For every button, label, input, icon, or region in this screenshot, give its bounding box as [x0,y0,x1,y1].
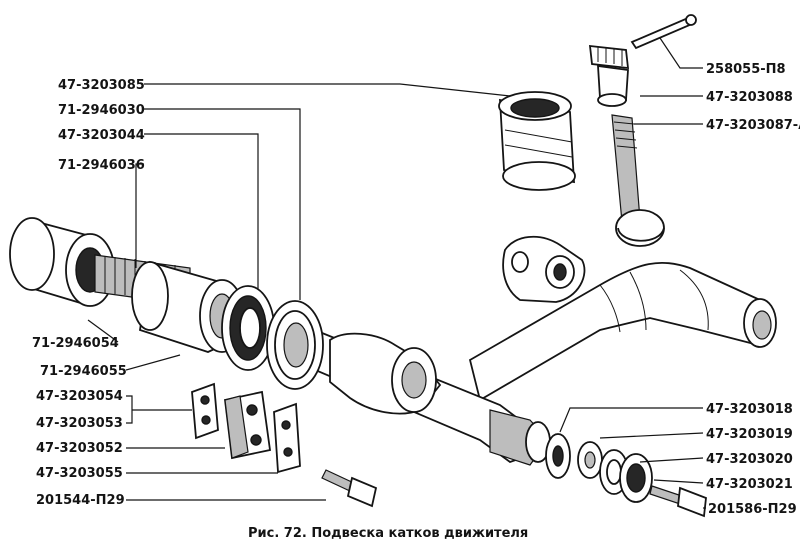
top-cup [498,91,576,191]
part-label-47-3203018: 47-3203018 [706,402,793,417]
labels-right: 258055-П8 47-3203088 47-3203087-А 47-320… [706,62,800,517]
part-label-47-3203020: 47-3203020 [706,452,793,467]
leader-lines [87,37,706,509]
part-label-47-3203054: 47-3203054 [36,389,123,404]
part-label-201544-p29: 201544-П29 [36,493,125,508]
part-label-47-3203052: 47-3203052 [36,441,123,456]
part-label-71-2946030: 71-2946030 [58,103,145,118]
part-label-47-3203021: 47-3203021 [706,477,793,492]
part-label-258055-p8: 258055-П8 [706,62,786,77]
figure-caption: Рис. 72. Подвеска катков движителя [248,526,528,541]
seal-ring [266,300,324,390]
bracket-lug [502,235,586,303]
bearing-ring [221,285,275,371]
part-label-201586-p29: 201586-П29 [708,502,797,517]
lock-plate-b [273,402,301,474]
ball-stud [611,114,665,247]
washer-2 [577,441,603,479]
part-label-71-2946054: 71-2946054 [32,336,119,351]
part-label-47-3203085: 47-3203085 [58,78,145,93]
castle-nut [588,44,630,107]
bolt-right [649,485,707,518]
bolt-left [321,469,378,508]
part-label-47-3203053: 47-3203053 [36,416,123,431]
labels-left: 47-3203085 71-2946030 47-3203044 71-2946… [32,78,145,508]
part-label-47-3203019: 47-3203019 [706,427,793,442]
suspension-arm [468,262,777,402]
cap-nut [619,453,653,503]
part-label-47-3203087-a: 47-3203087-А [706,118,800,133]
part-label-71-2946036: 71-2946036 [58,158,145,173]
part-label-71-2946055: 71-2946055 [40,364,127,379]
part-label-47-3203055: 47-3203055 [36,466,123,481]
clamp-block [224,390,272,460]
main-shaft [278,318,551,466]
part-label-47-3203088: 47-3203088 [706,90,793,105]
part-label-47-3203044: 47-3203044 [58,128,145,143]
lock-plate-a [191,382,219,440]
washer-1 [545,433,571,479]
cotter-pin [630,14,697,50]
